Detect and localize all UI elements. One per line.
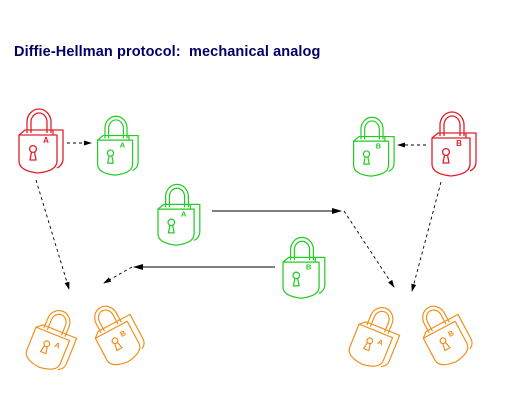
shared-lock-pair-left: A B [22, 296, 150, 377]
public-lock-a: A [97, 115, 139, 176]
arrow-private-a-to-left-pair [35, 179, 70, 290]
private-lock-b: B [431, 111, 477, 177]
shared-left-label-a: A [53, 340, 62, 351]
exchanged-lock-b-label: B [306, 263, 312, 272]
private-lock-a: A [18, 108, 64, 174]
shared-right-label-a: A [376, 337, 385, 348]
shared-right-label-b: B [446, 328, 456, 339]
diagram-title: Diffie-Hellman protocol: mechanical anal… [14, 44, 321, 60]
exchanged-lock-a: A [157, 183, 201, 246]
arrow-private-b-to-right-pair [411, 181, 442, 292]
arrow-b-to-left-pair [103, 266, 133, 284]
arrow-a-to-right-pair [343, 210, 395, 288]
shared-lock-pair-right: A B [345, 296, 478, 374]
public-lock-b: B [353, 116, 395, 177]
private-lock-b-label: B [456, 139, 462, 148]
private-lock-a-label: A [43, 136, 49, 145]
shared-left-label-b: B [118, 328, 128, 339]
public-lock-a-label: A [120, 141, 126, 150]
exchanged-lock-a-label: A [181, 210, 187, 219]
public-lock-b-label: B [376, 142, 381, 151]
exchanged-lock-b: B [282, 236, 326, 299]
